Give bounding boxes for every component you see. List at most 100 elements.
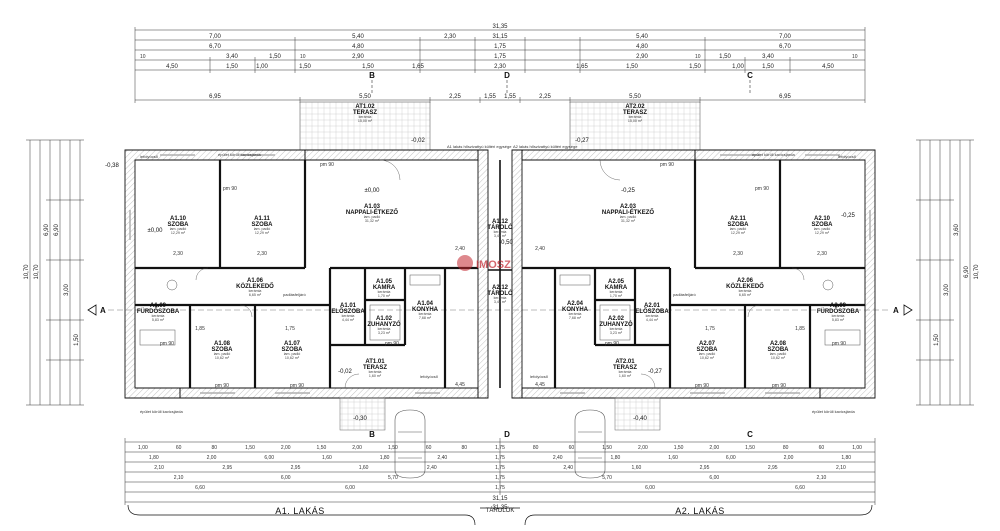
storage-walls: [488, 160, 512, 388]
room-area-a2-07: 10,62 m²: [700, 356, 715, 360]
axis-mark-c-top: C: [747, 71, 753, 80]
top-dimension-lines: [135, 29, 865, 101]
terrace-a2-entry: [614, 397, 661, 431]
room-area-a1-02: 3,23 m²: [378, 331, 391, 335]
level-a2-entry: -0,40: [633, 416, 647, 422]
room-area-a1-12: 3,47 m²: [494, 234, 507, 238]
top-r4-3: 10: [300, 54, 306, 60]
dim-a2-175: 1,75: [705, 326, 715, 332]
top-r3-3: 4,80: [636, 44, 648, 50]
room-name-a2-02: ZUHANYZÓ: [599, 320, 633, 328]
terrace-area-at1-02: 15,00 m²: [358, 119, 373, 123]
opening-2: pm 90: [660, 162, 674, 168]
axis-markers-bottom: B C D: [369, 430, 753, 439]
bottom-r4-6: 2,10: [817, 475, 827, 481]
room-name-a2-03: NAPPALI-ÉTKEZŐ: [602, 208, 655, 216]
side-r-1: 6,90: [964, 266, 970, 278]
top-r5-7: 1,65: [576, 64, 588, 70]
top-row-3-labels: 6,70 4,80 1,75 4,80 6,70: [209, 44, 791, 50]
top-r5-12: 4,50: [822, 64, 834, 70]
top-r6-6: 5,50: [629, 94, 641, 100]
room-finish-a1-04: kerámia: [419, 312, 432, 316]
car-parking-a1: [394, 409, 426, 479]
room-finish-a1-02: kerámia: [378, 327, 391, 331]
bottom-r3-5: 1,75: [495, 465, 505, 471]
top-r5-4: 1,50: [362, 64, 374, 70]
room-finish-a1-06: kerámia: [249, 289, 262, 293]
room-id-a1-11: A1.11: [254, 216, 270, 222]
bottom-r5-3: 6,00: [645, 485, 655, 491]
bottom-r1-13: 1,50: [602, 445, 612, 451]
top-r5-6: 2,30: [494, 64, 506, 70]
bottom-r1-12: 60: [569, 445, 575, 451]
opening-1: pm 90: [223, 186, 237, 192]
room-finish-a2-04: kerámia: [569, 312, 582, 316]
bottom-r1-16: 2,00: [709, 445, 719, 451]
room-id-a2-01: A2.01: [644, 303, 661, 309]
bottom-r2-6: 1,75: [495, 455, 505, 461]
top-row-4-labels: 10 3,40 1,50 10 2,90 1,75 2,90 10 1,50 3…: [140, 54, 858, 60]
opening-11: pm 90: [832, 341, 846, 347]
note-lefolyo-3: lefolyócső: [420, 374, 439, 379]
note-lefolyo-1: lefolyócső: [140, 154, 159, 159]
bottom-r1-5: 1,50: [317, 445, 327, 451]
car-parking-a2: [574, 409, 606, 479]
bottom-dimension-lines: [124, 438, 876, 505]
right-side-dimension-lines: [916, 139, 974, 406]
dim-a2-185: 1,85: [795, 326, 805, 332]
bottom-r2-1: 2,00: [207, 455, 217, 461]
side-l-2: 6,90: [44, 224, 50, 236]
side-l-0: 10,70: [24, 264, 30, 280]
opening-labels: pm 90 pm 90 pm 90 pm 90 pm 90 pm 90 pm 9…: [160, 162, 846, 389]
top-r6-1: 5,50: [359, 94, 371, 100]
terrace-area-at2-02: 15,00 m²: [628, 119, 643, 123]
room-finish-a1-07: lam. padló: [284, 352, 301, 356]
side-r-0: 10,70: [974, 264, 980, 280]
bottom-r1-10: 1,75: [495, 445, 505, 451]
room-area-a2-08: 10,62 m²: [771, 356, 786, 360]
top-r6-2: 2,25: [449, 94, 461, 100]
interior-walls-a1: [135, 160, 478, 388]
top-r3-2: 1,75: [494, 44, 506, 50]
dim-a1-185: 1,85: [195, 326, 205, 332]
bottom-r2-4: 1,80: [380, 455, 390, 461]
bottom-r3-10: 2,10: [836, 465, 846, 471]
room-area-a2-02: 3,23 m²: [610, 331, 623, 335]
bottom-r3-2: 2,95: [291, 465, 301, 471]
room-area-a2-01: 4,44 m²: [646, 318, 659, 322]
room-finish-a1-05: kerámia: [378, 290, 391, 294]
section-marker-a: A A: [87, 304, 913, 316]
room-name-a2-04: KONYHA: [562, 307, 589, 313]
apartment-a2-label: A2. LAKÁS: [675, 506, 725, 516]
bottom-r1-19: 60: [819, 445, 825, 451]
room-id-a2-07: A2.07: [699, 341, 716, 347]
room-name-a1-04: KONYHA: [412, 307, 439, 313]
note-kavics-4: épület körüli kavicsjárda: [812, 409, 855, 414]
room-name-a2-08: SZOBA: [768, 347, 790, 353]
dim-a1-445: 4,45: [455, 382, 465, 388]
window-glass: [129, 154, 871, 394]
bottom-r5-2: 1,75: [495, 485, 505, 491]
room-id-a2-11: A2.11: [730, 216, 746, 222]
note-kavics-3: épület körüli kavicsjárda: [140, 409, 183, 414]
bottom-r2-9: 1,60: [668, 455, 678, 461]
opening-8: pm 90: [385, 341, 399, 347]
room-id-a1-05: A1.05: [376, 279, 393, 285]
top-r2-4: 7,00: [779, 34, 791, 40]
top-r4-7: 10: [695, 54, 701, 60]
top-r4-10: 10: [852, 54, 858, 60]
room-id-a2-09: A2.09: [830, 303, 847, 309]
axis-mark-a-right: A: [893, 306, 899, 315]
room-finish-a2-07: lam. padló: [699, 352, 716, 356]
bottom-r3-3: 1,60: [359, 465, 369, 471]
top-r5-8: 1,50: [626, 64, 638, 70]
room-area-a2-06: 6,65 m²: [739, 293, 752, 297]
dim-a2-w1: 2,30: [733, 251, 743, 257]
top-r4-2: 1,50: [269, 54, 281, 60]
dim-a1-240: 2,40: [455, 246, 465, 252]
room-finish-a1-10: lam. padló: [170, 227, 187, 231]
bottom-r4-5: 6,00: [709, 475, 719, 481]
